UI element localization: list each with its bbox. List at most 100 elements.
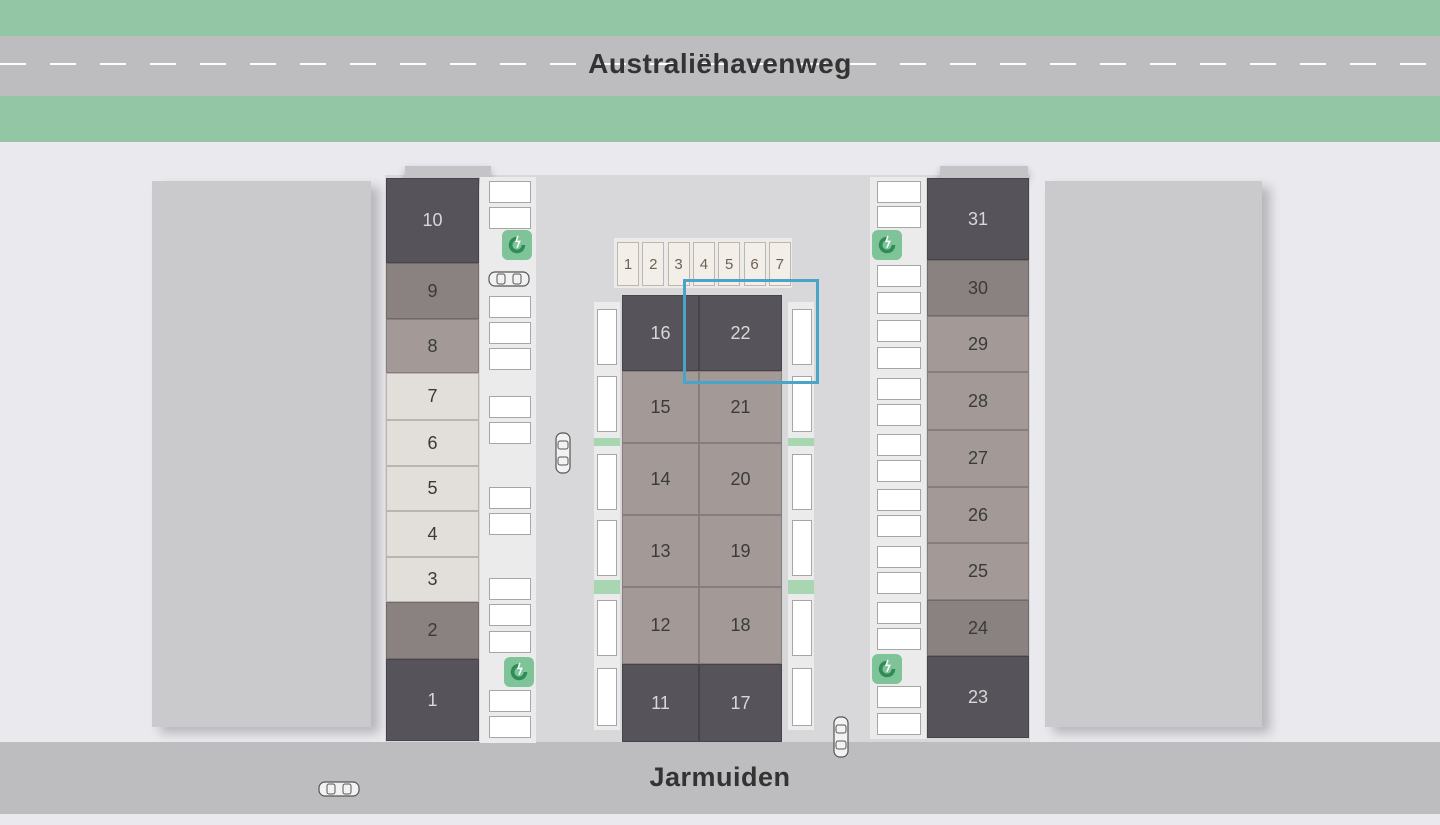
parking-spot [489,578,531,600]
parking-spot [877,546,921,568]
parking-spot [877,347,921,369]
parking-spot [792,309,812,365]
parking-spot [877,320,921,342]
parking-spot [489,348,531,370]
unit-3[interactable]: 3 [386,557,479,602]
unit-18[interactable]: 18 [699,587,782,664]
selected-unit-highlight[interactable] [683,279,819,384]
unit-20[interactable]: 20 [699,443,782,515]
unit-12[interactable]: 12 [622,587,699,664]
parking-spot [877,713,921,735]
green-separator [594,438,620,446]
parking-spot [792,376,812,432]
ev-charger-icon [872,654,902,684]
unit-2[interactable]: 2 [386,602,479,659]
bottom-road: Jarmuiden [0,742,1440,814]
unit-17[interactable]: 17 [699,664,782,742]
ev-charger-icon [872,230,902,260]
unit-19[interactable]: 19 [699,515,782,587]
unit-11[interactable]: 11 [622,664,699,742]
mini-unit-6[interactable]: 6 [743,242,766,286]
green-separator [594,580,620,594]
parking-spot [877,628,921,650]
mini-unit-7[interactable]: 7 [768,242,791,286]
left-column-roof-tab [405,166,491,178]
left-side-building [152,181,371,727]
unit-30[interactable]: 30 [927,260,1029,316]
parking-spot [489,296,531,318]
mini-unit-1[interactable]: 1 [617,242,639,286]
unit-13[interactable]: 13 [622,515,699,587]
bottom-road-label: Jarmuiden [649,762,791,792]
unit-6[interactable]: 6 [386,420,479,466]
parking-spot [489,422,531,444]
unit-25[interactable]: 25 [927,543,1029,600]
car-icon [318,781,360,797]
unit-1[interactable]: 1 [386,659,479,741]
top-road-label: Australiëhavenweg [588,48,852,79]
parking-spot [489,322,531,344]
parking-spot [877,265,921,287]
right-side-building [1045,181,1262,727]
top-green-strip [0,0,1440,36]
mini-unit-5[interactable]: 5 [718,242,741,286]
parking-spot [489,604,531,626]
unit-24[interactable]: 24 [927,600,1029,656]
parking-spot [597,309,617,365]
car-icon [555,432,571,474]
mini-unit-4[interactable]: 4 [692,242,715,286]
unit-23[interactable]: 23 [927,656,1029,738]
unit-27[interactable]: 27 [927,430,1029,487]
center-right-parking-column [788,302,814,730]
right-column-roof-tab [940,166,1028,178]
unit-9[interactable]: 9 [386,263,479,319]
parking-spot [489,513,531,535]
lower-green-strip [0,96,1440,142]
parking-spot [877,404,921,426]
parking-spot [597,668,617,726]
ev-charger-icon [504,657,534,687]
unit-5[interactable]: 5 [386,466,479,511]
parking-spot [792,600,812,656]
car-icon [833,716,849,758]
unit-16[interactable]: 16 [622,295,699,371]
parking-spot [489,631,531,653]
ev-charger-icon [502,230,532,260]
parking-spot [792,668,812,726]
unit-14[interactable]: 14 [622,443,699,515]
parking-spot [877,572,921,594]
unit-28[interactable]: 28 [927,372,1029,430]
parking-spot [877,686,921,708]
parking-spot [489,487,531,509]
top-road: Australiëhavenweg [0,36,1440,96]
center-left-parking-column [594,302,620,730]
parking-spot [489,396,531,418]
unit-10[interactable]: 10 [386,178,479,263]
parking-spot [597,376,617,432]
parking-spot [792,454,812,510]
parking-spot [877,515,921,537]
parking-spot [877,206,921,228]
parking-spot [877,460,921,482]
parking-spot [597,600,617,656]
parking-spot [877,181,921,203]
parking-spot [489,690,531,712]
unit-26[interactable]: 26 [927,487,1029,543]
green-separator [788,580,814,594]
parking-spot [877,434,921,456]
parking-spot [877,378,921,400]
mini-unit-3[interactable]: 3 [667,242,690,286]
unit-4[interactable]: 4 [386,511,479,557]
mini-unit-2[interactable]: 2 [642,242,665,286]
parking-spot [877,292,921,314]
parking-spot [597,520,617,576]
parking-spot [877,489,921,511]
parking-spot [877,602,921,624]
car-icon [488,271,530,287]
unit-7[interactable]: 7 [386,373,479,420]
green-separator [788,438,814,446]
unit-29[interactable]: 29 [927,316,1029,372]
unit-8[interactable]: 8 [386,319,479,373]
unit-22[interactable]: 22 [699,295,782,371]
unit-31[interactable]: 31 [927,178,1029,260]
